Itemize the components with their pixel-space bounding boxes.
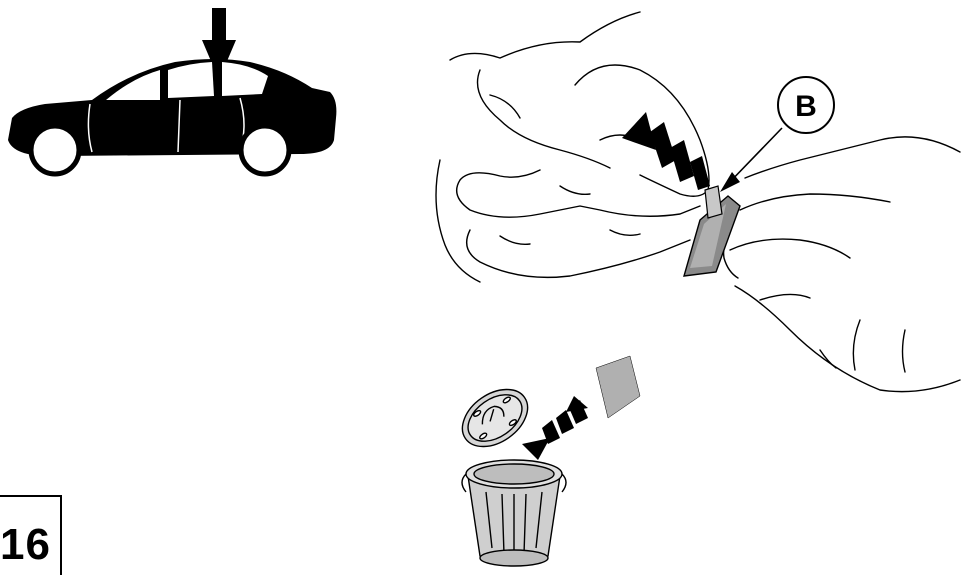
rear-window xyxy=(106,70,160,100)
callout-label: B xyxy=(795,90,817,123)
rear-wheel xyxy=(31,126,79,174)
callout-b: B xyxy=(720,77,834,192)
right-hand xyxy=(724,137,960,392)
front-wheel xyxy=(241,126,289,174)
step-number: 16 xyxy=(0,520,51,570)
trash-base xyxy=(480,550,548,566)
backing-liner-B xyxy=(705,186,722,218)
right-hand-creases xyxy=(820,320,905,372)
adhesive-tape xyxy=(684,186,740,276)
trash-can xyxy=(452,378,566,566)
discarded-liner xyxy=(596,356,640,418)
trash-opening xyxy=(474,464,554,484)
car-location-diagram xyxy=(8,8,336,174)
peel-direction-arrow xyxy=(622,112,710,190)
left-hand-creases xyxy=(490,95,640,244)
discard-direction-arrow xyxy=(522,396,588,460)
hands-peeling-backing xyxy=(436,12,960,392)
